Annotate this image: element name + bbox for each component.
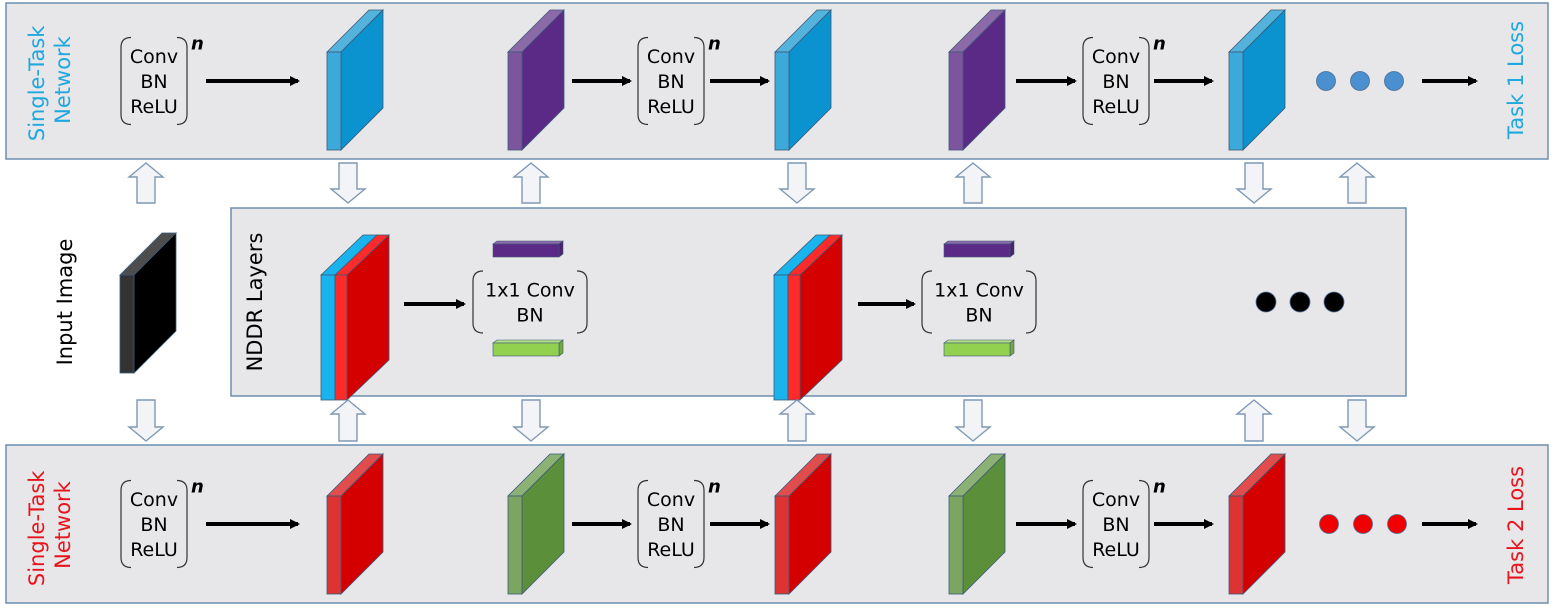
task2-feature-map <box>326 453 384 595</box>
block-superscript: n <box>1153 34 1166 55</box>
up-arrow <box>954 162 992 204</box>
block-text-line: BN <box>1102 71 1129 93</box>
block-text-line: Conv <box>647 489 695 511</box>
block-text-line: ReLU <box>1092 539 1140 561</box>
concat-feature-map <box>773 234 843 401</box>
input-image-label: Input Image <box>53 239 77 366</box>
input-image-feature <box>119 232 177 374</box>
block-superscript: n <box>1153 477 1166 498</box>
top-continuation-dots <box>1316 71 1404 91</box>
block-text-line: ReLU <box>1092 96 1140 118</box>
block-text-line: BN <box>140 514 167 536</box>
nddr-continuation-dots <box>1255 291 1345 313</box>
up-arrow <box>329 399 367 442</box>
task2-feature-map <box>774 453 832 595</box>
nddr-output-task2 <box>492 339 564 357</box>
block-text-line: ReLU <box>647 96 695 118</box>
up-arrow <box>512 162 550 204</box>
block-superscript: n <box>191 34 204 55</box>
block-text-line: Conv <box>1092 489 1140 511</box>
bottom-continuation-dots <box>1319 514 1407 534</box>
down-arrow <box>329 162 367 204</box>
task2-fused-feature-map <box>507 453 565 595</box>
up-arrow <box>778 399 816 442</box>
task1-loss-label: Task 1 Loss <box>1504 21 1528 140</box>
block-superscript: n <box>191 477 204 498</box>
block-text-line: Conv <box>130 489 178 511</box>
block-text-line: ReLU <box>130 539 178 561</box>
up-arrow <box>1338 162 1376 204</box>
block-text-line: BN <box>1102 514 1129 536</box>
top-network-label: Single-Task Network <box>25 19 75 141</box>
block-text-line: BN <box>657 514 684 536</box>
down-arrow <box>778 162 816 204</box>
nddr-output-task1 <box>943 240 1015 258</box>
up-arrow <box>1235 399 1273 442</box>
block-text-line: ReLU <box>130 96 178 118</box>
task2-fused-feature-map <box>948 453 1006 595</box>
down-arrow <box>954 399 992 442</box>
task1-fused-feature-map <box>507 9 565 151</box>
input-to-top-arrow <box>127 162 165 204</box>
task1-feature-map <box>774 9 832 151</box>
block-text-line: BN <box>516 305 543 327</box>
down-arrow <box>1338 399 1376 442</box>
block-text-line: BN <box>140 71 167 93</box>
task2-feature-map <box>1228 453 1286 595</box>
task1-feature-map <box>1228 9 1286 151</box>
down-arrow <box>1235 162 1273 204</box>
nddr-output-task2 <box>943 339 1015 357</box>
block-text-line: ReLU <box>647 539 695 561</box>
block-text-line: BN <box>965 305 992 327</box>
input-to-bottom-arrow <box>127 399 165 442</box>
block-text-line: Conv <box>647 46 695 68</box>
concat-feature-map <box>320 234 390 401</box>
down-arrow <box>512 399 550 442</box>
block-text-line: Conv <box>130 46 178 68</box>
block-superscript: n <box>708 477 721 498</box>
block-text-line: 1x1 Conv <box>485 280 575 302</box>
task1-fused-feature-map <box>948 9 1006 151</box>
task2-loss-label: Task 2 Loss <box>1504 466 1528 585</box>
block-text-line: 1x1 Conv <box>934 280 1024 302</box>
block-superscript: n <box>708 34 721 55</box>
block-text-line: Conv <box>1092 46 1140 68</box>
bottom-network-label: Single-Task Network <box>25 464 75 586</box>
nddr-output-task1 <box>492 240 564 258</box>
nddr-layers-label: NDDR Layers <box>243 233 267 372</box>
block-text-line: BN <box>657 71 684 93</box>
task1-feature-map <box>326 9 384 151</box>
